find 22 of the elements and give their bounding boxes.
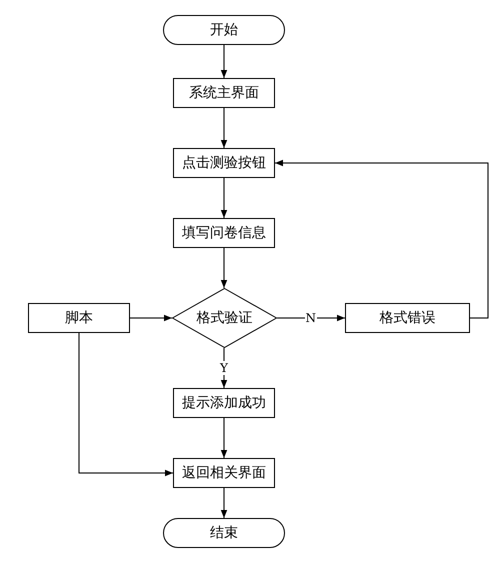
terminal-shape: 结束 bbox=[163, 518, 285, 548]
arrow bbox=[220, 44, 228, 78]
arrow bbox=[220, 108, 228, 148]
arrow bbox=[220, 488, 228, 518]
process-box: 格式错误 bbox=[345, 303, 470, 333]
edge-label: Y bbox=[219, 361, 229, 375]
edge-label: N bbox=[304, 311, 317, 325]
arrow bbox=[220, 418, 228, 458]
arrow bbox=[78, 332, 174, 476]
arrow bbox=[220, 178, 228, 218]
terminal-shape: 开始 bbox=[163, 15, 285, 45]
process-box: 返回相关界面 bbox=[173, 458, 275, 488]
decision-diamond: 格式验证 bbox=[172, 288, 277, 348]
process-box: 点击测验按钮 bbox=[173, 148, 275, 178]
arrow bbox=[130, 314, 172, 322]
process-box: 填写问卷信息 bbox=[173, 218, 275, 248]
arrow bbox=[276, 314, 346, 322]
arrow bbox=[220, 248, 228, 288]
arrow bbox=[274, 160, 488, 318]
process-box: 脚本 bbox=[28, 303, 130, 333]
process-box: 系统主界面 bbox=[173, 78, 275, 108]
process-box: 提示添加成功 bbox=[173, 388, 275, 418]
